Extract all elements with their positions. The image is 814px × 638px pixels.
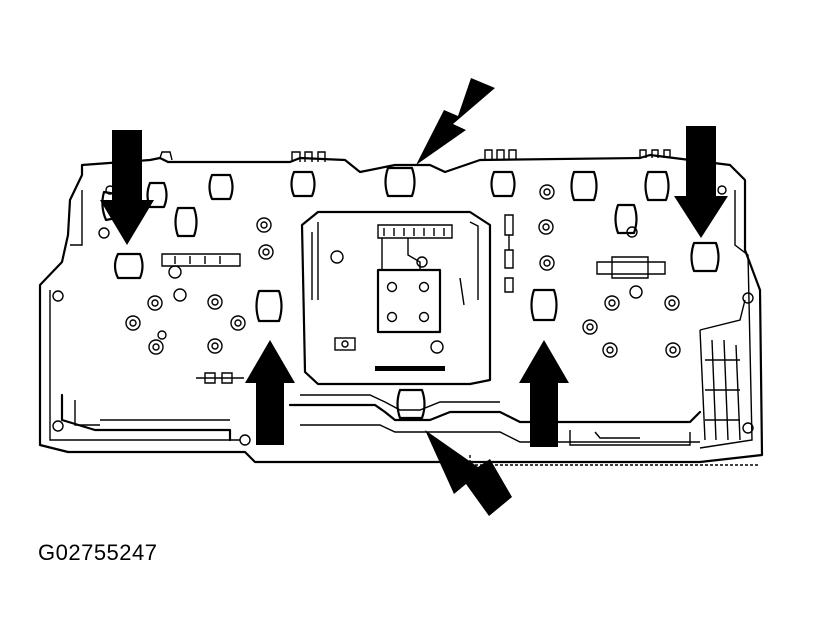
arrow-bottom-center	[425, 430, 512, 516]
arrow-bottom-left	[245, 340, 295, 445]
socket-left-1	[113, 252, 144, 280]
arrow-top-center	[416, 78, 495, 165]
socket-center-bottom	[396, 388, 426, 420]
locator-arrows	[100, 78, 728, 516]
arrow-top-left	[100, 130, 154, 245]
socket-right-2	[690, 241, 720, 273]
board-components	[98, 184, 681, 384]
arrow-bottom-right	[519, 340, 569, 447]
arrow-top-right	[674, 126, 728, 238]
figure-reference-code: G02755247	[38, 540, 158, 565]
socket-center-top	[384, 166, 416, 198]
socket-left-2	[255, 289, 283, 323]
bulb-sockets	[101, 166, 720, 420]
socket-right-1	[530, 288, 558, 322]
center-gauge-module	[300, 210, 492, 386]
